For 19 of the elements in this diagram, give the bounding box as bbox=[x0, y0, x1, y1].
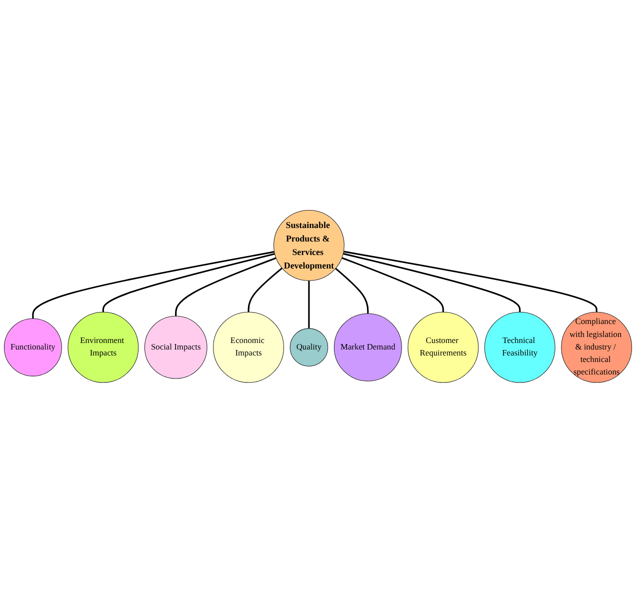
node-circle: Market Demand bbox=[334, 312, 402, 381]
node-circle: Functionality bbox=[4, 318, 62, 376]
node-circle: Economic Impacts bbox=[213, 312, 284, 382]
connector bbox=[343, 250, 598, 312]
connector bbox=[32, 250, 274, 318]
connector bbox=[175, 256, 276, 316]
connector bbox=[342, 256, 444, 312]
node-circle: Social Impacts bbox=[144, 316, 208, 378]
node-circle: Technical Feasibility bbox=[484, 312, 556, 382]
node-circle: Customer Requirements bbox=[408, 312, 479, 382]
node-circle: Environment Impacts bbox=[68, 312, 139, 382]
connector bbox=[335, 267, 369, 314]
connector bbox=[102, 252, 275, 312]
connector bbox=[308, 280, 310, 328]
connector bbox=[248, 267, 283, 312]
node-circle: Compliance with legislation & industry / technical specifications bbox=[561, 312, 632, 382]
node-circle: Sustainable Products & Services Development bbox=[273, 210, 344, 280]
node-circle: Quality bbox=[290, 328, 328, 366]
connector bbox=[342, 252, 521, 312]
